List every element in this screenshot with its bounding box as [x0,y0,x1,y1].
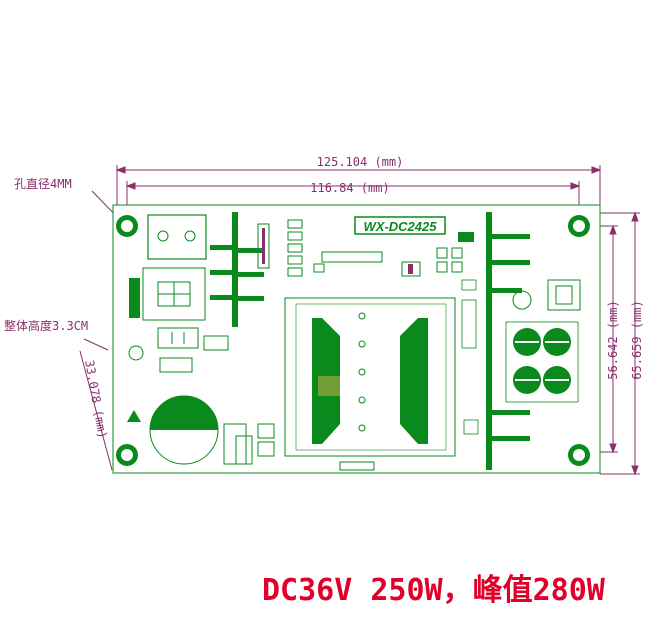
output-cap-4 [543,366,571,394]
right-heatsink-fins [486,212,530,470]
hole-diameter-note: 孔直径4MM [14,177,72,191]
resistor-strip [129,278,140,318]
output-cap-1 [513,328,541,356]
spec-caption: DC36V 250W，峰值280W [262,573,605,608]
bottom-connector [339,461,375,471]
vertical-resistor-frame [257,223,270,269]
outer-height-label: 65.659 (mm) [630,300,644,379]
mounting-holes [116,215,590,466]
transformer [284,297,456,457]
overall-height-note: 整体高度3.3CM [4,318,88,333]
emi-filter [142,267,206,321]
model-label-box [354,216,446,235]
output-terminal [512,279,581,311]
component-array [287,219,303,277]
bulk-capacitor [149,395,219,465]
small-components-top-center [313,232,474,277]
left-heatsink-fins [210,212,264,327]
mounting-hole-bottom-right [568,444,590,466]
small-components-left [128,327,229,373]
model-label: WX-DC2425 [364,219,438,234]
mounting-hole-top-right [568,215,590,237]
inner-width-label: 116.84 (mm) [310,181,389,195]
input-terminal-block [147,214,207,260]
output-cap-3 [513,366,541,394]
output-cap-2 [543,328,571,356]
small-components-lower [223,423,275,465]
mounting-hole-bottom-left [116,444,138,466]
vertical-resistor [262,228,265,264]
outer-width-label: 125.104 (mm) [317,155,404,169]
esd-warning-icon [127,410,141,422]
corner-offset-label: 33.078 (mm) [82,359,110,440]
inner-height-label: 56.642 (mm) [606,300,620,379]
output-capacitors [505,321,579,403]
mounting-hole-top-left [116,215,138,237]
misc-outlines [461,279,479,435]
